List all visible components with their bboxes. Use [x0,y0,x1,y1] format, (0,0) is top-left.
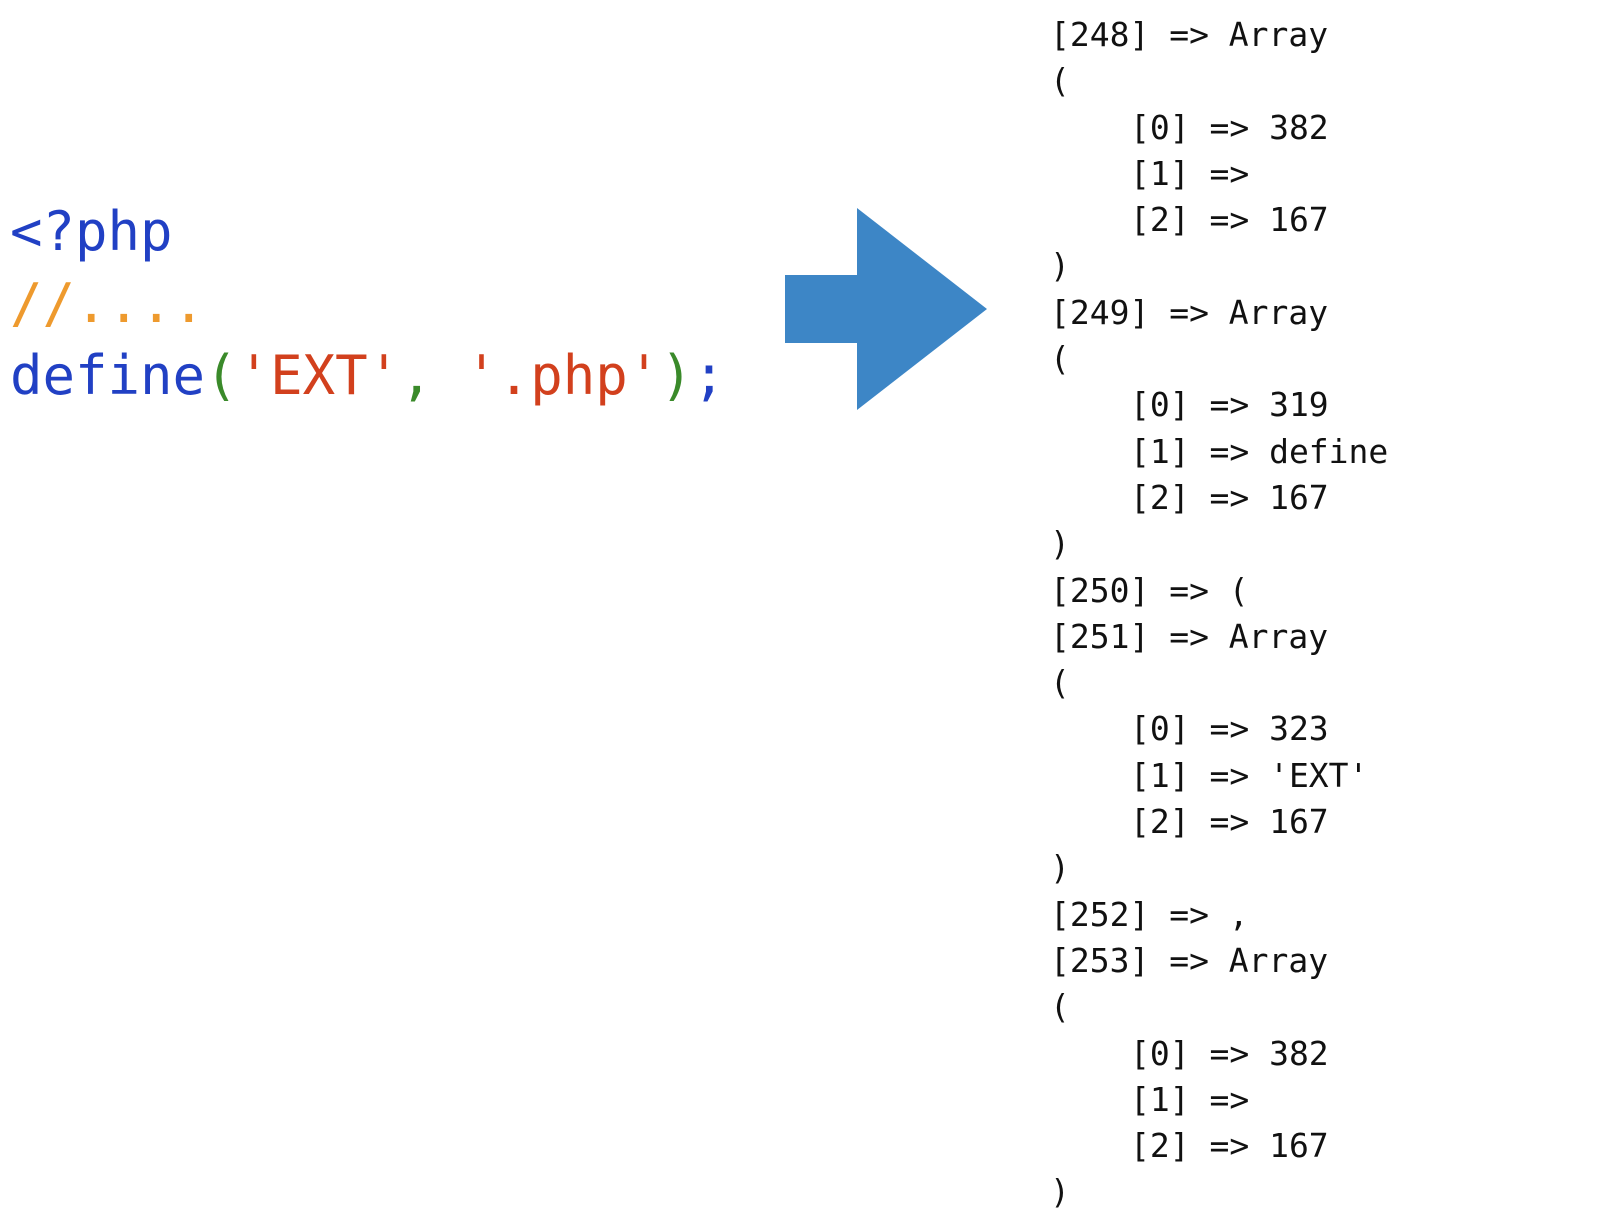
output-line: [1] => 'EXT' [1050,753,1388,799]
output-line-text: [1] => 'EXT' [1130,755,1369,795]
output-line-text: [1] => define [1130,431,1389,471]
output-line: [252] => , [1050,892,1388,938]
output-line-text: [0] => 319 [1130,385,1329,425]
right-arrow-icon [785,208,987,410]
output-line: ( [1050,984,1388,1030]
output-line: [1] => define [1050,429,1388,475]
code-token-string: '.php' [465,344,661,407]
code-token-keyword: <?php [10,200,173,263]
output-line-text: [2] => 167 [1130,1126,1329,1166]
output-line-text: [1] => [1130,153,1250,193]
code-line: //.... [10,268,725,340]
output-line: [249] => Array [1050,290,1388,336]
code-token-comment: //.... [10,272,206,335]
code-token-paren: ( [205,344,238,407]
output-line: ( [1050,58,1388,104]
output-line: [2] => 167 [1050,475,1388,521]
output-line-text: [0] => 382 [1130,107,1329,147]
output-line: [0] => 382 [1050,1031,1388,1077]
arrow-shape [785,208,987,410]
output-line-text: [251] => Array [1050,616,1329,656]
output-line: [1] => [1050,1077,1388,1123]
output-line: [253] => Array [1050,938,1388,984]
output-line-text: [249] => Array [1050,292,1329,332]
output-line: ) [1050,521,1388,567]
output-line: [0] => 323 [1050,706,1388,752]
output-line: [2] => 167 [1050,799,1388,845]
output-line-text: [253] => Array [1050,940,1329,980]
code-line: <?php [10,196,725,268]
output-line: ( [1050,336,1388,382]
output-line-text: [0] => 382 [1130,1033,1329,1073]
output-line-text: [0] => 323 [1130,709,1329,749]
output-line-text: ( [1050,987,1070,1027]
output-line-text: ) [1050,1172,1070,1212]
code-line: define('EXT', '.php'); [10,340,725,412]
output-line-text: [250] => ( [1050,570,1249,610]
output-line-text: [1] => [1130,1079,1250,1119]
output-line: ) [1050,845,1388,891]
output-line: ) [1050,243,1388,289]
output-line: [248] => Array [1050,12,1388,58]
code-token-punct: , [400,344,466,407]
output-line: [2] => 167 [1050,197,1388,243]
output-line: [2] => 167 [1050,1123,1388,1169]
output-line-text: ) [1050,848,1070,888]
output-line: [250] => ( [1050,568,1388,614]
output-line-text: [248] => Array [1050,15,1329,54]
code-token-plain: ; [692,344,726,407]
output-line: [0] => 319 [1050,382,1388,428]
output-line-text: [2] => 167 [1130,200,1329,240]
output-line-text: [2] => 167 [1130,802,1329,842]
output-line: [0] => 382 [1050,105,1388,151]
output-line-text: ) [1050,524,1070,564]
output-line-text: [252] => , [1050,894,1249,934]
output-line: ) [1050,1169,1388,1215]
output-line-text: [2] => 167 [1130,477,1329,517]
token-array-output: [248] => Array ( [0] => 382 [1] => [2] => 16… [1050,12,1388,1216]
output-line: [1] => [1050,151,1388,197]
output-line-text: ( [1050,339,1070,379]
output-line-text: ) [1050,246,1070,286]
output-line: ( [1050,660,1388,706]
output-line-text: ( [1050,663,1070,703]
output-line: [251] => Array [1050,614,1388,660]
code-token-keyword: define [10,344,206,407]
php-source-code: <?php//....define('EXT', '.php'); [10,196,725,412]
code-token-paren: ) [660,344,693,407]
output-line-text: ( [1050,61,1070,101]
code-token-string: 'EXT' [237,344,401,407]
